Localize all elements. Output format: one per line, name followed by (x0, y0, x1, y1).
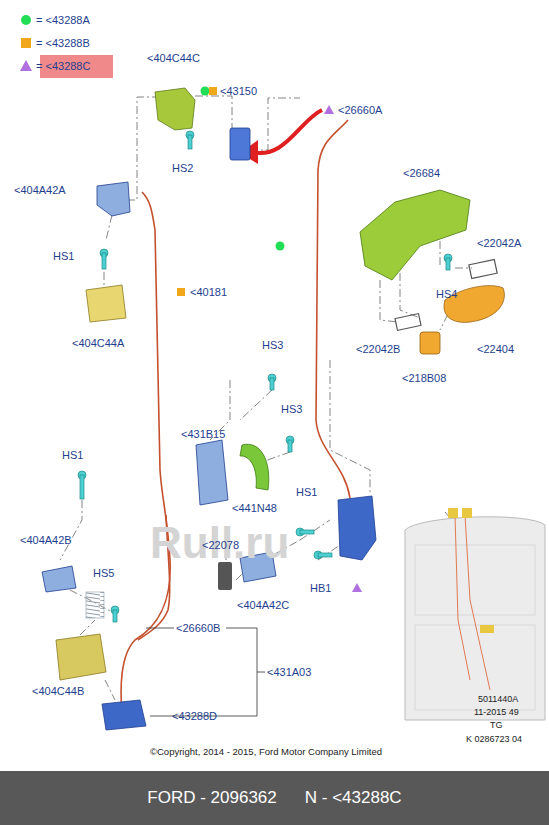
part-callout: <441N48 (232, 502, 277, 515)
part-22042B (395, 314, 421, 331)
red-arrow (252, 110, 322, 153)
part-218B08 (420, 332, 440, 354)
note-text: K 0286723 04 (466, 734, 522, 745)
note-text: TG (490, 720, 503, 731)
door (405, 517, 545, 720)
cable (121, 120, 350, 712)
part-callout: HS1 (296, 486, 317, 499)
note-text: 5011440A (478, 694, 518, 705)
part-callout: <43150 (220, 85, 257, 98)
part-404C44A (86, 285, 126, 322)
leader (146, 628, 174, 629)
part-callout: <218B08 (402, 372, 446, 385)
bracket-431A03 (150, 628, 257, 716)
part-22042A (469, 259, 497, 278)
part-431B15 (196, 440, 228, 505)
footer-text: N - <43288C (305, 788, 402, 808)
legend-swatch (20, 14, 32, 26)
part-callout: <22078 (202, 539, 239, 552)
part-callout: HS2 (172, 162, 193, 175)
part-callout: <404A42C (237, 599, 289, 612)
part-callout: <40181 (190, 286, 227, 299)
legend-swatch (20, 37, 32, 49)
door-panels (415, 545, 535, 710)
part-43150 (230, 128, 250, 160)
part-404C44B (56, 634, 106, 680)
part-43288C (338, 496, 376, 560)
part-callout: <43288D (172, 710, 217, 723)
note-text: 11-2015 49 (474, 707, 519, 718)
note-text: ©Copyright, 2014 - 2015, Ford Motor Comp… (150, 746, 382, 758)
part-callout: <22042A (477, 237, 521, 250)
part-callout: HS4 (436, 288, 457, 301)
green-dot (276, 242, 285, 251)
purple-triangle (352, 583, 362, 592)
door-part (462, 508, 472, 518)
footer-text: FORD - 2096362 (147, 788, 276, 808)
purple-triangle (324, 105, 334, 114)
part-callout: HS1 (53, 250, 74, 263)
door-part (448, 508, 458, 518)
part-callout: <431B15 (181, 428, 225, 441)
legend-swatch (20, 60, 32, 72)
part-22078 (218, 562, 232, 590)
part-404C44C (155, 88, 195, 130)
part-441N48 (240, 444, 269, 490)
part-callout: <404A42B (20, 534, 72, 547)
part-26684 (360, 190, 470, 280)
part-callout: HB1 (310, 582, 331, 595)
part-callout: HS1 (62, 449, 83, 462)
part-404A42A (97, 182, 130, 216)
green-dot (201, 87, 210, 96)
door-cables (455, 515, 490, 690)
part-callout: HS3 (281, 403, 302, 416)
orange-square (209, 87, 217, 95)
part-callout: <431A03 (267, 666, 311, 679)
part-callout: <26660A (338, 104, 382, 117)
part-callout: <22404 (477, 343, 514, 356)
legend-text: = <43288C (36, 60, 90, 73)
part-callout: <26684 (403, 167, 440, 180)
part-callout: <404C44B (32, 685, 84, 698)
part-404A42B (42, 566, 76, 592)
part-callout: <22042B (356, 343, 400, 356)
part-callout: <404A42A (14, 184, 66, 197)
legend-text: = <43288A (36, 14, 90, 27)
part-callout: HS3 (262, 339, 283, 352)
leader (226, 628, 257, 629)
part-43288D (102, 700, 146, 730)
spring (86, 592, 104, 618)
bracket-431A03 (257, 672, 265, 673)
orange-square (177, 288, 185, 296)
footer-band: FORD - 2096362 N - <43288C (0, 771, 549, 825)
part-callout: HS5 (93, 567, 114, 580)
part-callout: <26660B (176, 622, 220, 635)
part-callout: <404C44A (72, 337, 124, 350)
legend-text: = <43288B (36, 37, 90, 50)
door-part (480, 625, 494, 633)
part-callout: <404C44C (147, 52, 200, 65)
